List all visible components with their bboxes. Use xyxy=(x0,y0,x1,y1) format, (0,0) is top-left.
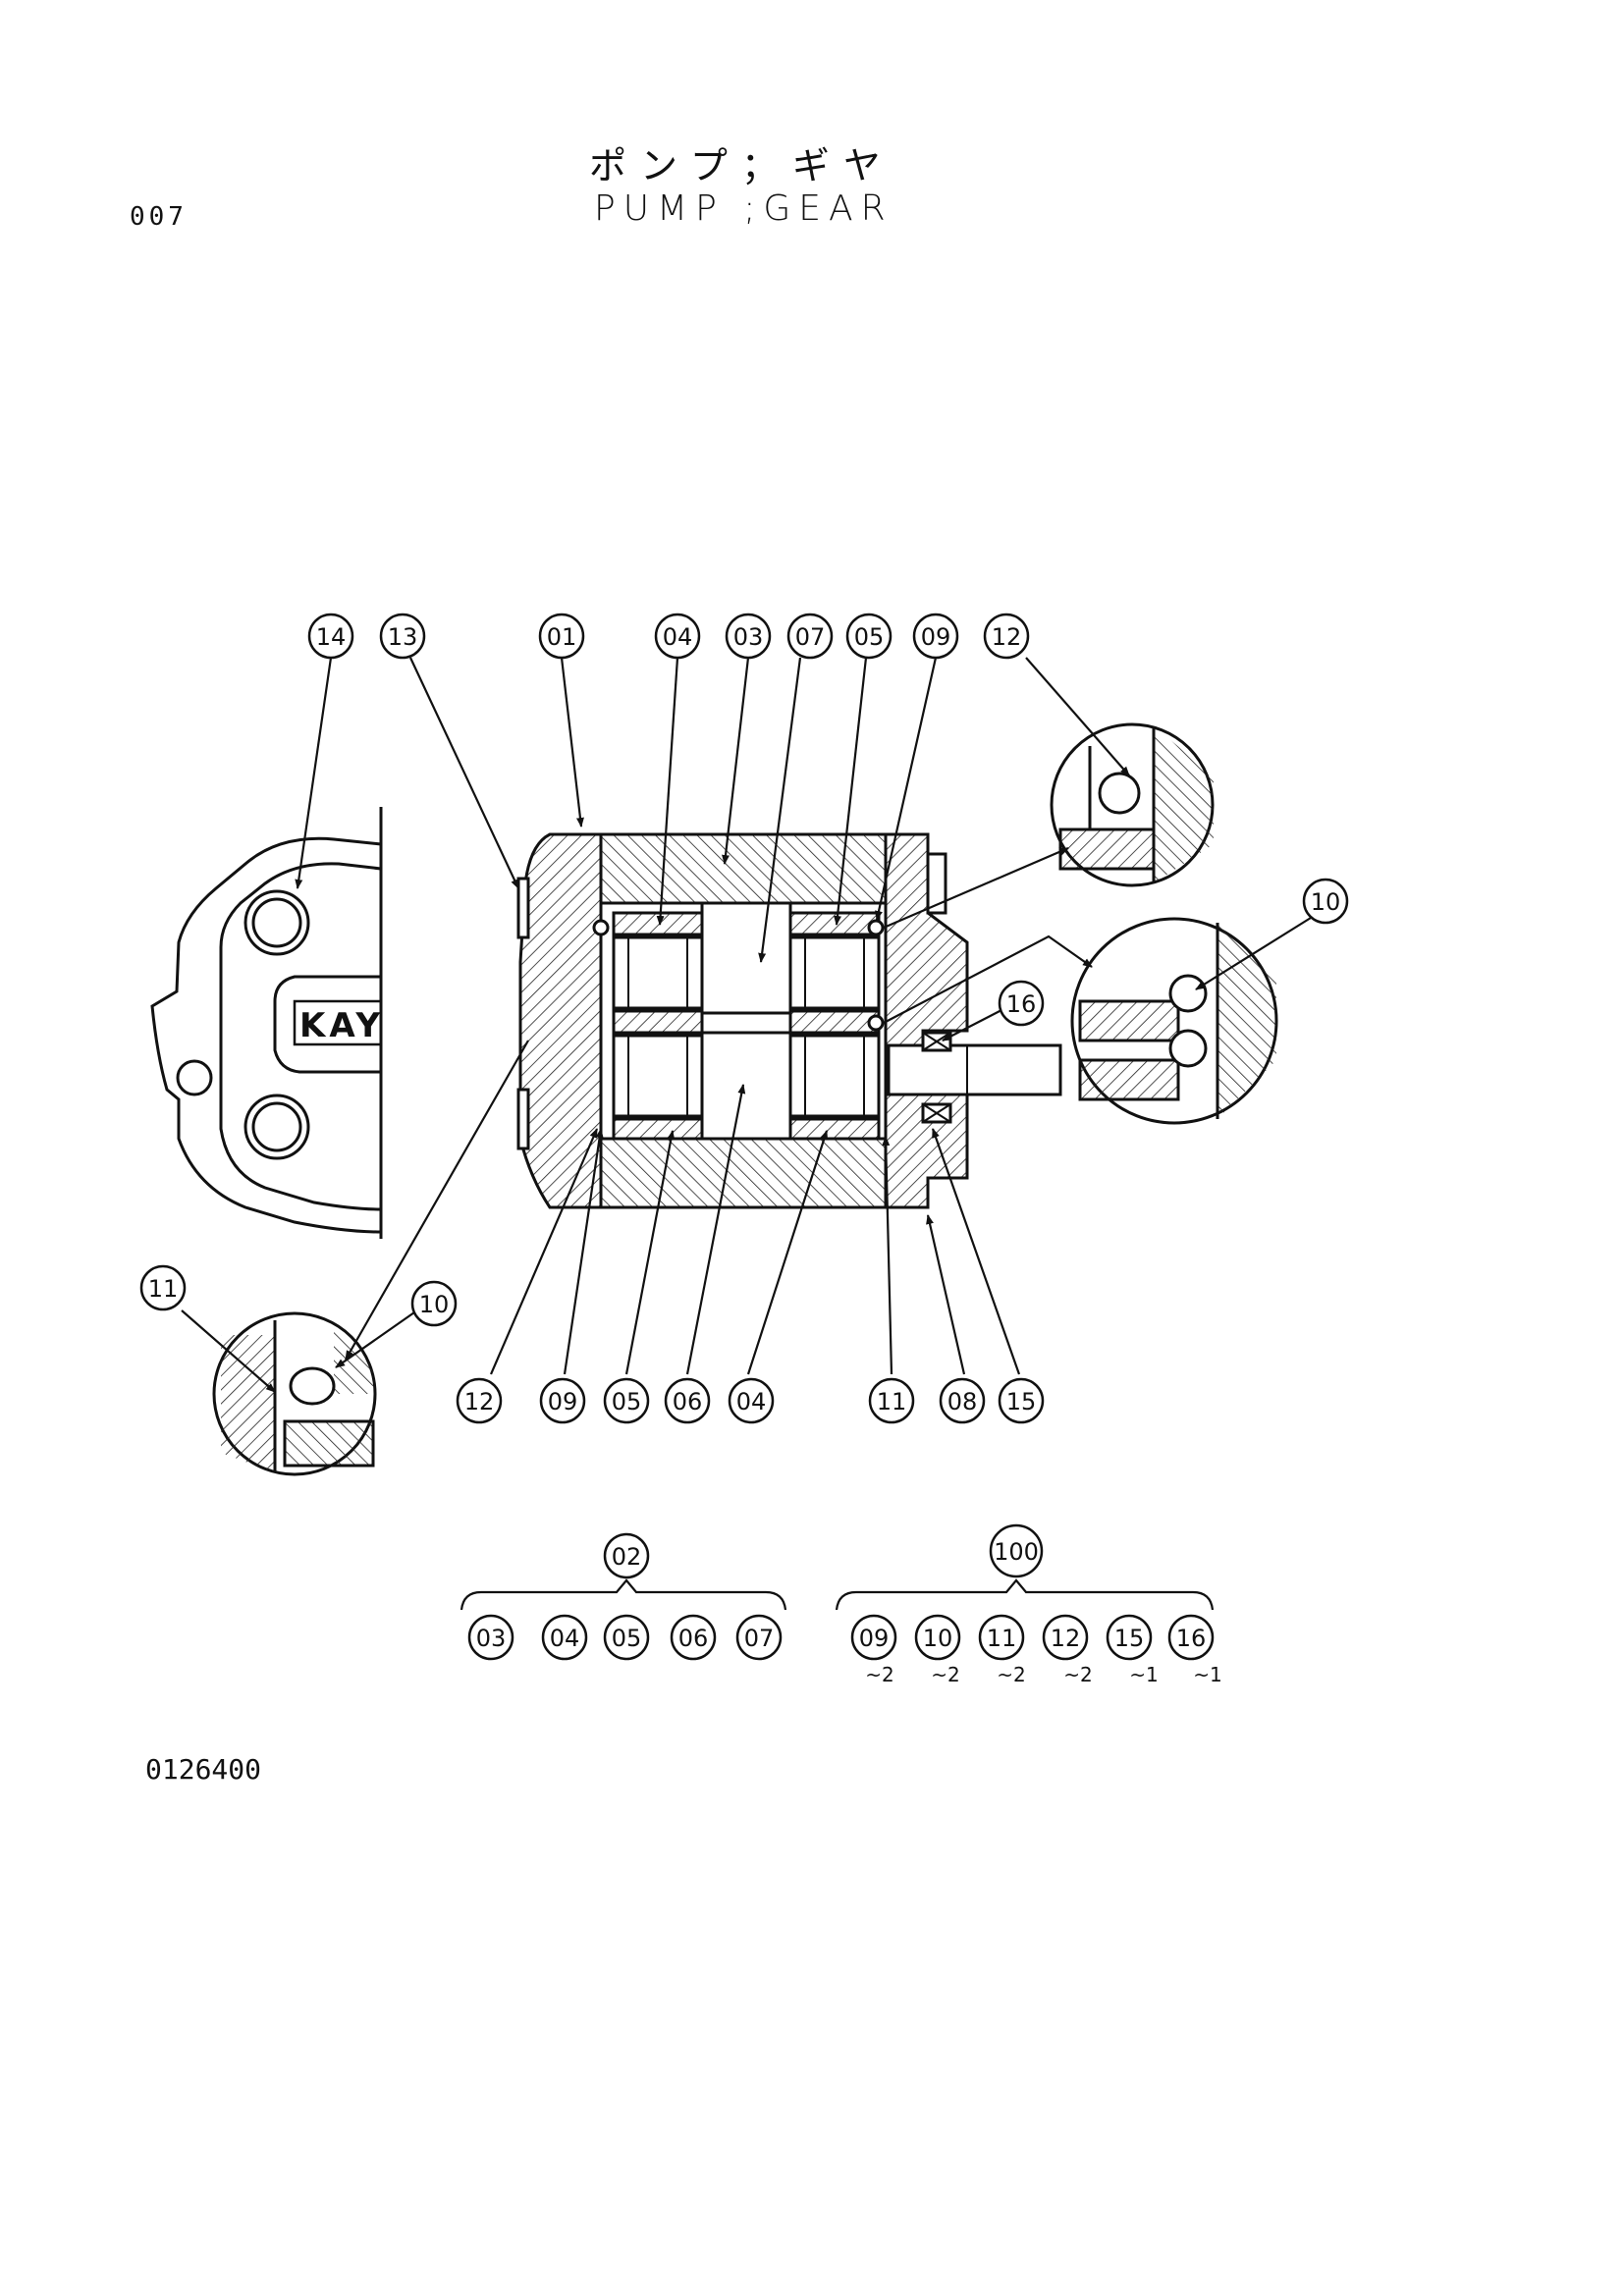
callout-12-bottom: 12 xyxy=(456,1377,503,1424)
title-japanese: ポンプ；ギヤ xyxy=(589,144,894,187)
svg-text:06: 06 xyxy=(678,1625,709,1652)
svg-text:05: 05 xyxy=(612,1388,642,1415)
assembly-02: 02 03 04 05 06 07 xyxy=(460,1532,787,1661)
svg-text:16: 16 xyxy=(1176,1625,1207,1652)
page-number: 007 xyxy=(130,202,188,232)
svg-text:~1: ~1 xyxy=(1129,1663,1158,1686)
callout-07: 07 xyxy=(786,613,834,660)
callout-05: 05 xyxy=(845,613,893,660)
logo-plate: KAY xyxy=(293,999,384,1046)
svg-text:~2: ~2 xyxy=(997,1663,1025,1686)
callout-15: 15 xyxy=(998,1377,1045,1424)
svg-text:~2: ~2 xyxy=(865,1663,893,1686)
svg-text:15: 15 xyxy=(1006,1388,1037,1415)
assembly-02-head: 02 xyxy=(603,1532,650,1579)
detail-upper-right xyxy=(1050,722,1215,887)
svg-text:06: 06 xyxy=(673,1388,703,1415)
assembly-02-part: 05 xyxy=(603,1614,650,1661)
svg-text:~2: ~2 xyxy=(1063,1663,1092,1686)
svg-text:04: 04 xyxy=(663,623,693,651)
assembly-100: 100 09~2 10~2 11~2 12~2 15~1 16~1 xyxy=(835,1523,1222,1686)
callout-01: 01 xyxy=(538,613,585,660)
svg-text:~1: ~1 xyxy=(1193,1663,1221,1686)
svg-text:11: 11 xyxy=(148,1275,179,1303)
leader-lines xyxy=(181,657,1312,1393)
port-circle-upper xyxy=(243,889,310,956)
svg-text:~2: ~2 xyxy=(931,1663,959,1686)
callout-09: 09 xyxy=(912,613,959,660)
svg-text:09: 09 xyxy=(921,623,951,651)
callout-05-bottom: 05 xyxy=(603,1377,650,1424)
svg-text:02: 02 xyxy=(612,1543,642,1571)
svg-text:05: 05 xyxy=(854,623,885,651)
svg-text:04: 04 xyxy=(736,1388,767,1415)
svg-text:12: 12 xyxy=(992,623,1022,651)
assembly-02-part: 03 xyxy=(467,1614,514,1661)
svg-text:12: 12 xyxy=(1051,1625,1081,1652)
svg-text:10: 10 xyxy=(1311,888,1341,916)
callout-11-left: 11 xyxy=(139,1264,187,1311)
detail-right xyxy=(1070,917,1278,1125)
callout-04: 04 xyxy=(654,613,701,660)
callout-04-bottom: 04 xyxy=(728,1377,775,1424)
svg-text:07: 07 xyxy=(795,623,826,651)
svg-text:15: 15 xyxy=(1114,1625,1145,1652)
svg-text:KAY: KAY xyxy=(299,1006,384,1045)
callout-11-bottom: 11 xyxy=(868,1377,915,1424)
drawing-number: 0126400 xyxy=(145,1753,262,1786)
svg-text:11: 11 xyxy=(987,1625,1017,1652)
svg-text:09: 09 xyxy=(548,1388,578,1415)
assembly-02-part: 07 xyxy=(735,1614,783,1661)
assembly-100-head: 100 xyxy=(989,1523,1044,1578)
svg-text:13: 13 xyxy=(388,623,418,651)
callout-10-left: 10 xyxy=(410,1280,458,1327)
port-circle-lower xyxy=(243,1094,310,1160)
svg-text:16: 16 xyxy=(1006,990,1037,1018)
callout-12: 12 xyxy=(983,613,1030,660)
svg-text:05: 05 xyxy=(612,1625,642,1652)
assembly-100-part: 12~2 xyxy=(1042,1614,1093,1686)
callout-14: 14 xyxy=(307,613,354,660)
detail-lower-left xyxy=(212,1311,377,1476)
svg-text:09: 09 xyxy=(859,1625,890,1652)
svg-text:08: 08 xyxy=(947,1388,978,1415)
svg-text:10: 10 xyxy=(923,1625,953,1652)
callout-03: 03 xyxy=(725,613,772,660)
pump-section xyxy=(516,832,1062,1209)
svg-text:11: 11 xyxy=(877,1388,907,1415)
svg-text:14: 14 xyxy=(316,623,347,651)
mount-hole xyxy=(176,1059,213,1096)
callout-09-bottom: 09 xyxy=(539,1377,586,1424)
callout-16: 16 xyxy=(998,980,1045,1027)
svg-text:03: 03 xyxy=(476,1625,507,1652)
svg-text:12: 12 xyxy=(464,1388,495,1415)
callout-06: 06 xyxy=(664,1377,711,1424)
callout-10-right: 10 xyxy=(1302,878,1349,925)
callouts: 14 13 01 04 03 07 05 09 12 10 16 11 10 1… xyxy=(139,613,1349,1424)
assembly-100-part: 16~1 xyxy=(1167,1614,1222,1686)
callout-08: 08 xyxy=(939,1377,986,1424)
callout-13: 13 xyxy=(379,613,426,660)
svg-text:10: 10 xyxy=(419,1291,450,1318)
assembly-02-part: 06 xyxy=(670,1614,717,1661)
svg-text:04: 04 xyxy=(550,1625,580,1652)
assembly-100-part: 09~2 xyxy=(850,1614,897,1686)
svg-text:01: 01 xyxy=(547,623,577,651)
assembly-100-part: 11~2 xyxy=(978,1614,1026,1686)
assembly-02-part: 04 xyxy=(541,1614,588,1661)
svg-text:03: 03 xyxy=(733,623,764,651)
svg-text:100: 100 xyxy=(994,1538,1039,1566)
title-english: PUMP ;GEAR xyxy=(594,188,893,229)
assembly-100-part: 15~1 xyxy=(1106,1614,1159,1686)
svg-text:07: 07 xyxy=(744,1625,775,1652)
assembly-100-part: 10~2 xyxy=(914,1614,961,1686)
